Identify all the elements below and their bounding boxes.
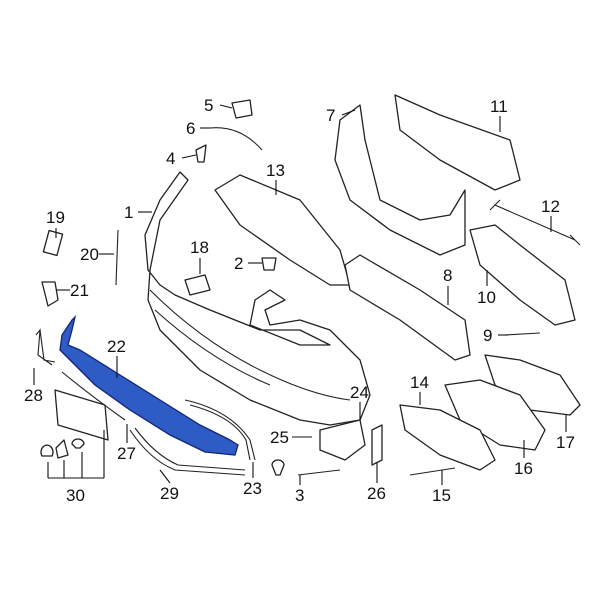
part-28[interactable] [35,328,56,366]
callout-18: 18 [190,238,209,257]
part-2[interactable] [261,257,277,271]
callout-2: 2 [234,254,243,273]
callout-14: 14 [410,373,429,392]
part-9[interactable] [504,332,541,336]
part-29[interactable] [129,427,246,476]
part-30-clip-b[interactable] [55,439,69,459]
callout-7: 7 [326,106,335,125]
part-30-clip-a[interactable] [40,444,54,457]
callout-6: 6 [186,119,195,138]
callout-5: 5 [204,96,213,115]
part-26[interactable] [371,424,383,466]
callout-9: 9 [483,326,492,345]
part-19[interactable] [42,229,64,257]
part-6[interactable] [209,127,263,151]
callout-25: 25 [270,428,289,447]
callout-21: 21 [70,281,89,300]
callout-1: 1 [124,203,133,222]
part-11[interactable] [394,94,521,191]
part-23[interactable] [184,399,256,461]
callout-11: 11 [490,97,508,116]
callout-30: 30 [66,486,85,505]
part-3[interactable] [297,469,341,476]
callout-29: 29 [160,484,179,503]
callout-13: 13 [266,161,285,180]
callout-27: 27 [117,444,136,463]
part-1-bumper-cover[interactable] [144,171,371,426]
callout-23: 23 [243,479,262,498]
part-15[interactable] [409,467,456,476]
leader-lines [33,104,567,485]
callout-16: 16 [514,459,533,478]
part-20[interactable] [115,229,119,286]
callout-15: 15 [432,486,451,505]
part-8[interactable] [344,254,471,361]
callout-19: 19 [46,208,65,227]
callout-12: 12 [541,197,560,216]
part-21[interactable] [41,281,59,307]
part-5[interactable] [231,99,253,119]
callout-22: 22 [107,337,126,356]
callout-10: 10 [477,288,496,307]
part-7[interactable] [334,104,466,256]
part-27[interactable] [54,389,109,441]
callout-4: 4 [166,149,175,168]
part-4[interactable] [195,144,207,163]
callout-3: 3 [295,486,304,505]
part-25[interactable] [271,459,285,476]
callout-26: 26 [367,484,386,503]
part-14[interactable] [399,404,496,471]
part-12[interactable] [489,199,581,246]
callout-8: 8 [443,266,452,285]
callout-17: 17 [556,433,575,452]
part-24[interactable] [319,419,366,461]
part-30-screw[interactable] [71,438,85,449]
part-22-lower-spoiler[interactable] [59,314,239,456]
callout-24: 24 [350,383,369,402]
part-10[interactable] [469,224,576,326]
callout-20: 20 [80,245,99,264]
callout-28: 28 [24,386,43,405]
callouts: 5 6 4 7 11 13 1 19 20 2 18 12 21 8 10 9 … [24,96,575,505]
part-18[interactable] [184,274,211,296]
